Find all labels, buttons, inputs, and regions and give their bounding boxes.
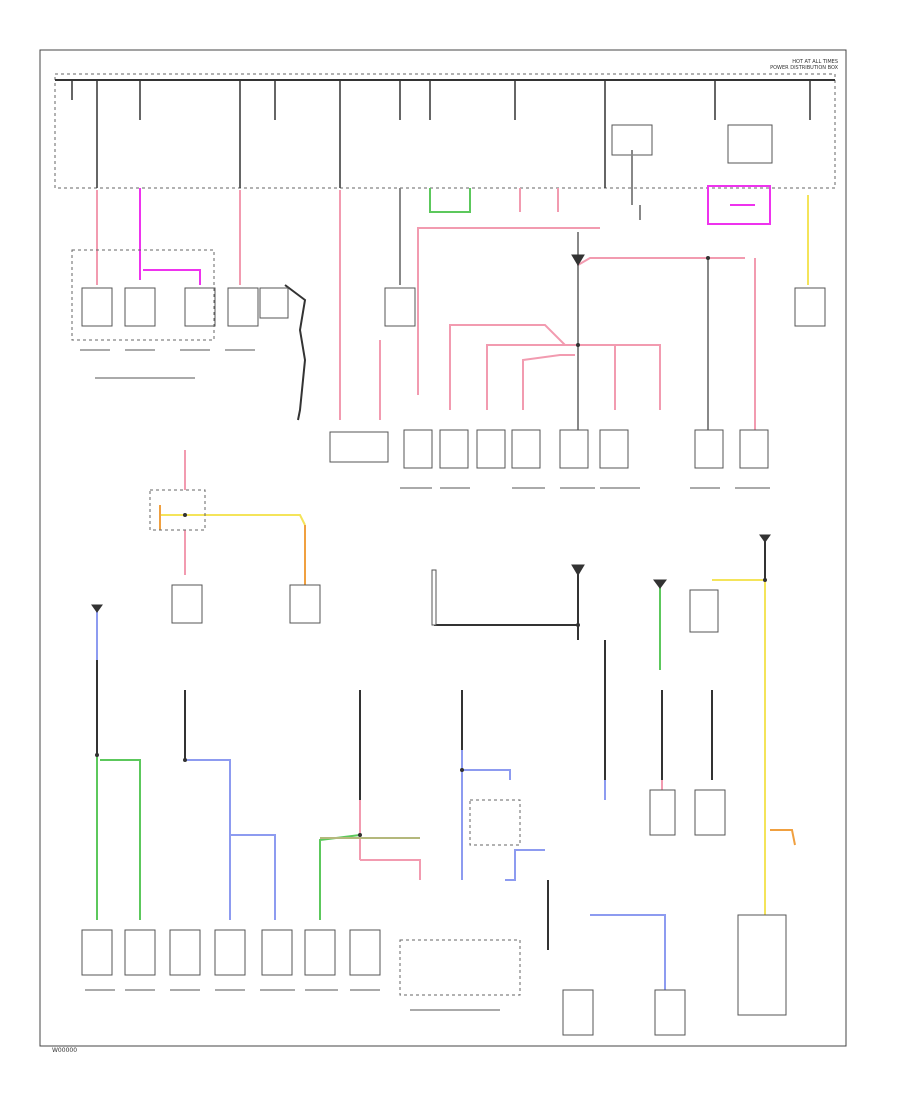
middle-components (329, 429, 769, 469)
switch-cluster (149, 489, 719, 633)
box-title-line2: POWER DISTRIBUTION BOX (770, 65, 838, 71)
box-title-line1: HOT AT ALL TIMES (792, 59, 838, 65)
bottom-components (81, 789, 787, 1036)
fuse-drops (71, 80, 811, 188)
magenta-wires (139, 185, 771, 285)
top-components (71, 249, 826, 341)
black-wires (96, 284, 766, 1000)
label-placeholders (80, 349, 770, 1011)
relay-block (727, 124, 773, 164)
orange-wires (159, 505, 796, 846)
diagram-border (39, 49, 847, 1047)
gray-wires (399, 150, 709, 430)
ground-symbols (91, 254, 771, 613)
green-wires (96, 188, 661, 920)
blue-wires (96, 610, 666, 990)
splice-dots (95, 256, 767, 837)
power-distribution-box (54, 73, 836, 189)
footer-code: W00000 (52, 1047, 77, 1054)
